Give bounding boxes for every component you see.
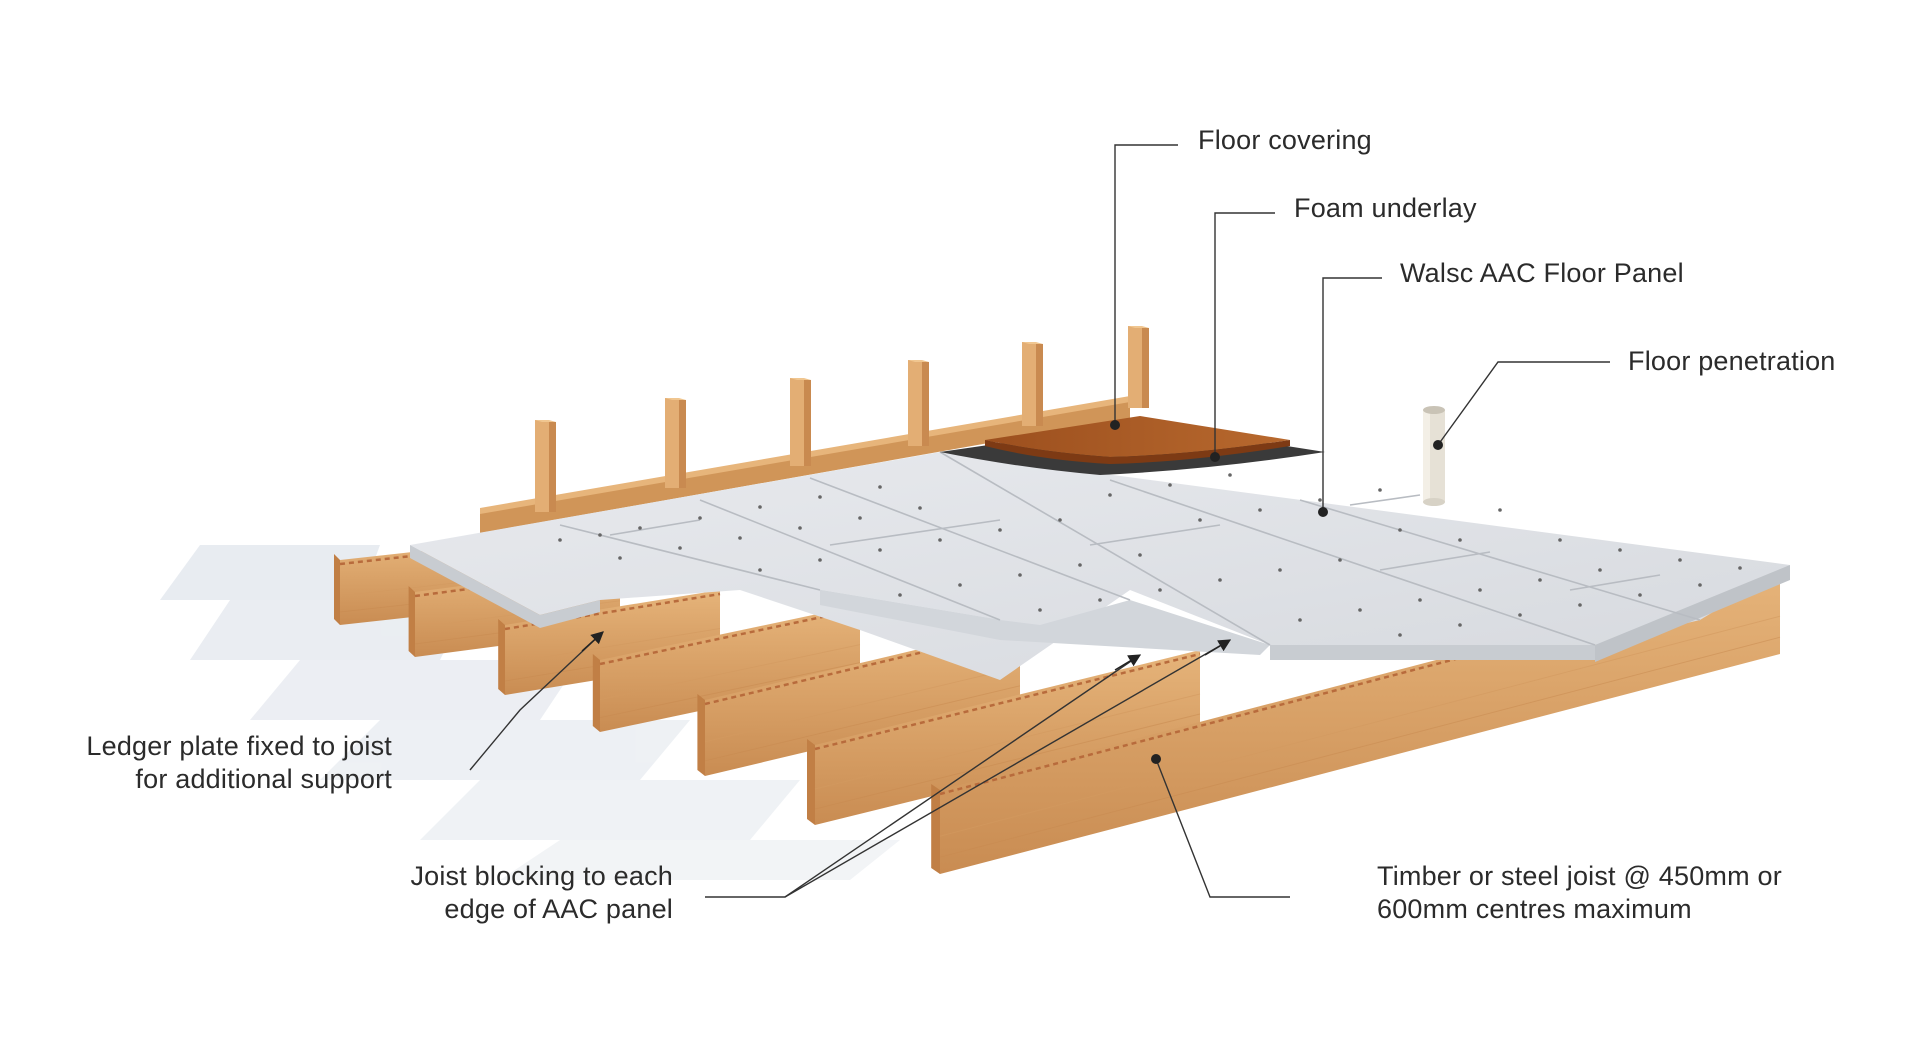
ledger-plate-line-1: Ledger plate fixed to joist [86, 731, 392, 761]
leader-dots [1110, 420, 1443, 764]
label-foam-underlay: Foam underlay [1294, 193, 1477, 223]
fastener-dot [1478, 588, 1482, 592]
label-joist-spacing: Timber or steel joist @ 450mm or 600mm c… [1377, 860, 1782, 926]
fastener-dot [1638, 593, 1642, 597]
fastener-dot [1378, 488, 1382, 492]
fastener-dot [958, 583, 962, 587]
fastener-dot [1198, 518, 1202, 522]
fastener-dot [1618, 548, 1622, 552]
stud [790, 378, 811, 466]
fastener-dot [1098, 598, 1102, 602]
fastener-dot [1298, 618, 1302, 622]
fastener-dot [1228, 473, 1232, 477]
stud [1128, 326, 1149, 408]
floor-penetration-pipe [1423, 406, 1445, 506]
ledger-plate-line-2: for additional support [135, 764, 392, 794]
fastener-dot [1458, 623, 1462, 627]
leader-lines [469, 144, 1610, 898]
fastener-dot [1518, 613, 1522, 617]
fastener-dot [1138, 553, 1142, 557]
fastener-dot [798, 526, 802, 530]
fastener-dot [1358, 608, 1362, 612]
fastener-dot [858, 516, 862, 520]
leader-arrows [581, 631, 1232, 671]
fastener-dot [1318, 498, 1322, 502]
fastener-dot [1058, 518, 1062, 522]
fastener-dot [1678, 558, 1682, 562]
joist [807, 650, 1201, 825]
stud [665, 398, 686, 488]
fastener-dot [1398, 633, 1402, 637]
fastener-dot [618, 556, 622, 560]
fastener-dot [818, 495, 822, 499]
fastener-dot [878, 485, 882, 489]
stud [1022, 342, 1043, 426]
fastener-dot [1038, 608, 1042, 612]
fastener-dot [938, 538, 942, 542]
fastener-dot [1168, 483, 1172, 487]
joist-blocking-line-2: edge of AAC panel [444, 894, 673, 924]
fastener-dot [818, 558, 822, 562]
fastener-dot [878, 548, 882, 552]
fastener-dot [598, 533, 602, 537]
joist [592, 605, 861, 732]
fastener-dot [1418, 598, 1422, 602]
fastener-dot [758, 505, 762, 509]
fastener-dot [998, 528, 1002, 532]
fastener-dot [1498, 508, 1502, 512]
joist-blocking-line-1: Joist blocking to each [410, 861, 673, 891]
label-floor-covering: Floor covering [1198, 125, 1372, 155]
fastener-dot [1738, 566, 1742, 570]
fastener-dot [1458, 538, 1462, 542]
stud [908, 360, 929, 446]
floor-finish-layers [940, 416, 1325, 475]
fastener-dot [758, 568, 762, 572]
fastener-dot [1558, 538, 1562, 542]
label-floor-penetration: Floor penetration [1628, 346, 1836, 376]
fastener-dot [918, 506, 922, 510]
fastener-dot [1398, 528, 1402, 532]
fastener-dot [638, 526, 642, 530]
joist [697, 625, 1021, 776]
fastener-dot [898, 593, 902, 597]
fastener-dot [678, 546, 682, 550]
fastener-dot [1158, 588, 1162, 592]
fastener-dot [698, 516, 702, 520]
fastener-dot [558, 538, 562, 542]
fastener-dot [1018, 573, 1022, 577]
label-aac-floor-panel: Walsc AAC Floor Panel [1400, 258, 1684, 288]
aac-floor-panels [410, 451, 1790, 680]
fastener-dot [1258, 508, 1262, 512]
joist-spacing-line-2: 600mm centres maximum [1377, 894, 1692, 924]
ground-shadows [160, 545, 900, 880]
label-ledger-plate: Ledger plate fixed to joist for addition… [40, 730, 392, 796]
fastener-dot [738, 536, 742, 540]
fastener-dot [1578, 603, 1582, 607]
fastener-dot [1078, 563, 1082, 567]
wall-studs [535, 326, 1149, 512]
fastener-dot [1278, 568, 1282, 572]
fastener-dot [1538, 578, 1542, 582]
fastener-dot [1338, 558, 1342, 562]
fastener-dot [1218, 578, 1222, 582]
stud [535, 420, 556, 512]
label-joist-blocking: Joist blocking to each edge of AAC panel [340, 860, 673, 926]
fastener-dot [1698, 583, 1702, 587]
joist-spacing-line-1: Timber or steel joist @ 450mm or [1377, 861, 1782, 891]
fastener-dot [1108, 493, 1112, 497]
fastener-dot [1598, 568, 1602, 572]
